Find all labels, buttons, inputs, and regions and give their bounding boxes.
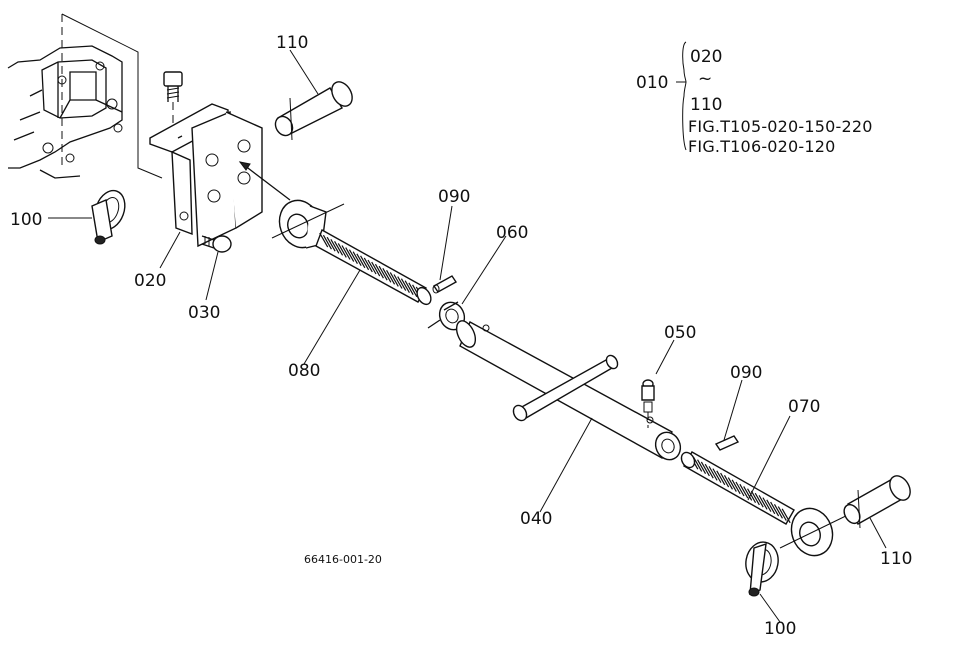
rod-end-080: [271, 199, 432, 306]
rod-end-070: [680, 451, 855, 557]
callout-040: 040: [520, 509, 552, 529]
lynch-pin-100-left: [91, 189, 126, 245]
assembly-ref-2: FIG.T106-020-120: [688, 137, 836, 156]
assembly-arrow: [238, 161, 291, 201]
bolt-top: [163, 71, 183, 130]
bracket-020: [149, 103, 263, 248]
pin-090-top: [432, 275, 458, 294]
bolt-030: [201, 235, 232, 253]
callout-070: 070: [788, 397, 820, 417]
pin-110-right: [843, 475, 911, 529]
callout-050: 050: [664, 323, 696, 343]
callout-060: 060: [496, 223, 528, 243]
grease-fitting-050: [641, 379, 655, 428]
assembly-range-sep: ~: [698, 69, 712, 89]
callout-030: 030: [188, 303, 220, 323]
callout-090-top: 090: [438, 187, 470, 207]
callout-100-left: 100: [10, 210, 42, 230]
callout-110-right: 110: [880, 549, 912, 569]
drawing-number: 66416-001-20: [304, 553, 382, 566]
callout-080: 080: [288, 361, 320, 381]
callout-110-top: 110: [276, 33, 308, 53]
assembly-ref-1: FIG.T105-020-150-220: [688, 117, 873, 136]
assembly-legend: 010 020 ~ 110 FIG.T105-020-150-220 FIG.T…: [636, 47, 873, 156]
callout-100-bottom: 100: [764, 619, 796, 639]
assembly-label: 010: [636, 73, 668, 93]
callout-020: 020: [134, 271, 166, 291]
assembly-range-end: 110: [690, 95, 722, 115]
assembly-range-start: 020: [690, 47, 722, 67]
callouts: 110 100 020 030 090 060 080 050 090 070 …: [10, 33, 912, 639]
pin-090-right: [714, 435, 740, 451]
leader-lines: [48, 41, 887, 623]
lynch-pin-100-bottom: [745, 541, 779, 597]
tube-040: [455, 320, 682, 461]
tractor-housing: [7, 13, 163, 179]
callout-090-right: 090: [730, 363, 762, 383]
pin-110-top: [274, 81, 353, 141]
